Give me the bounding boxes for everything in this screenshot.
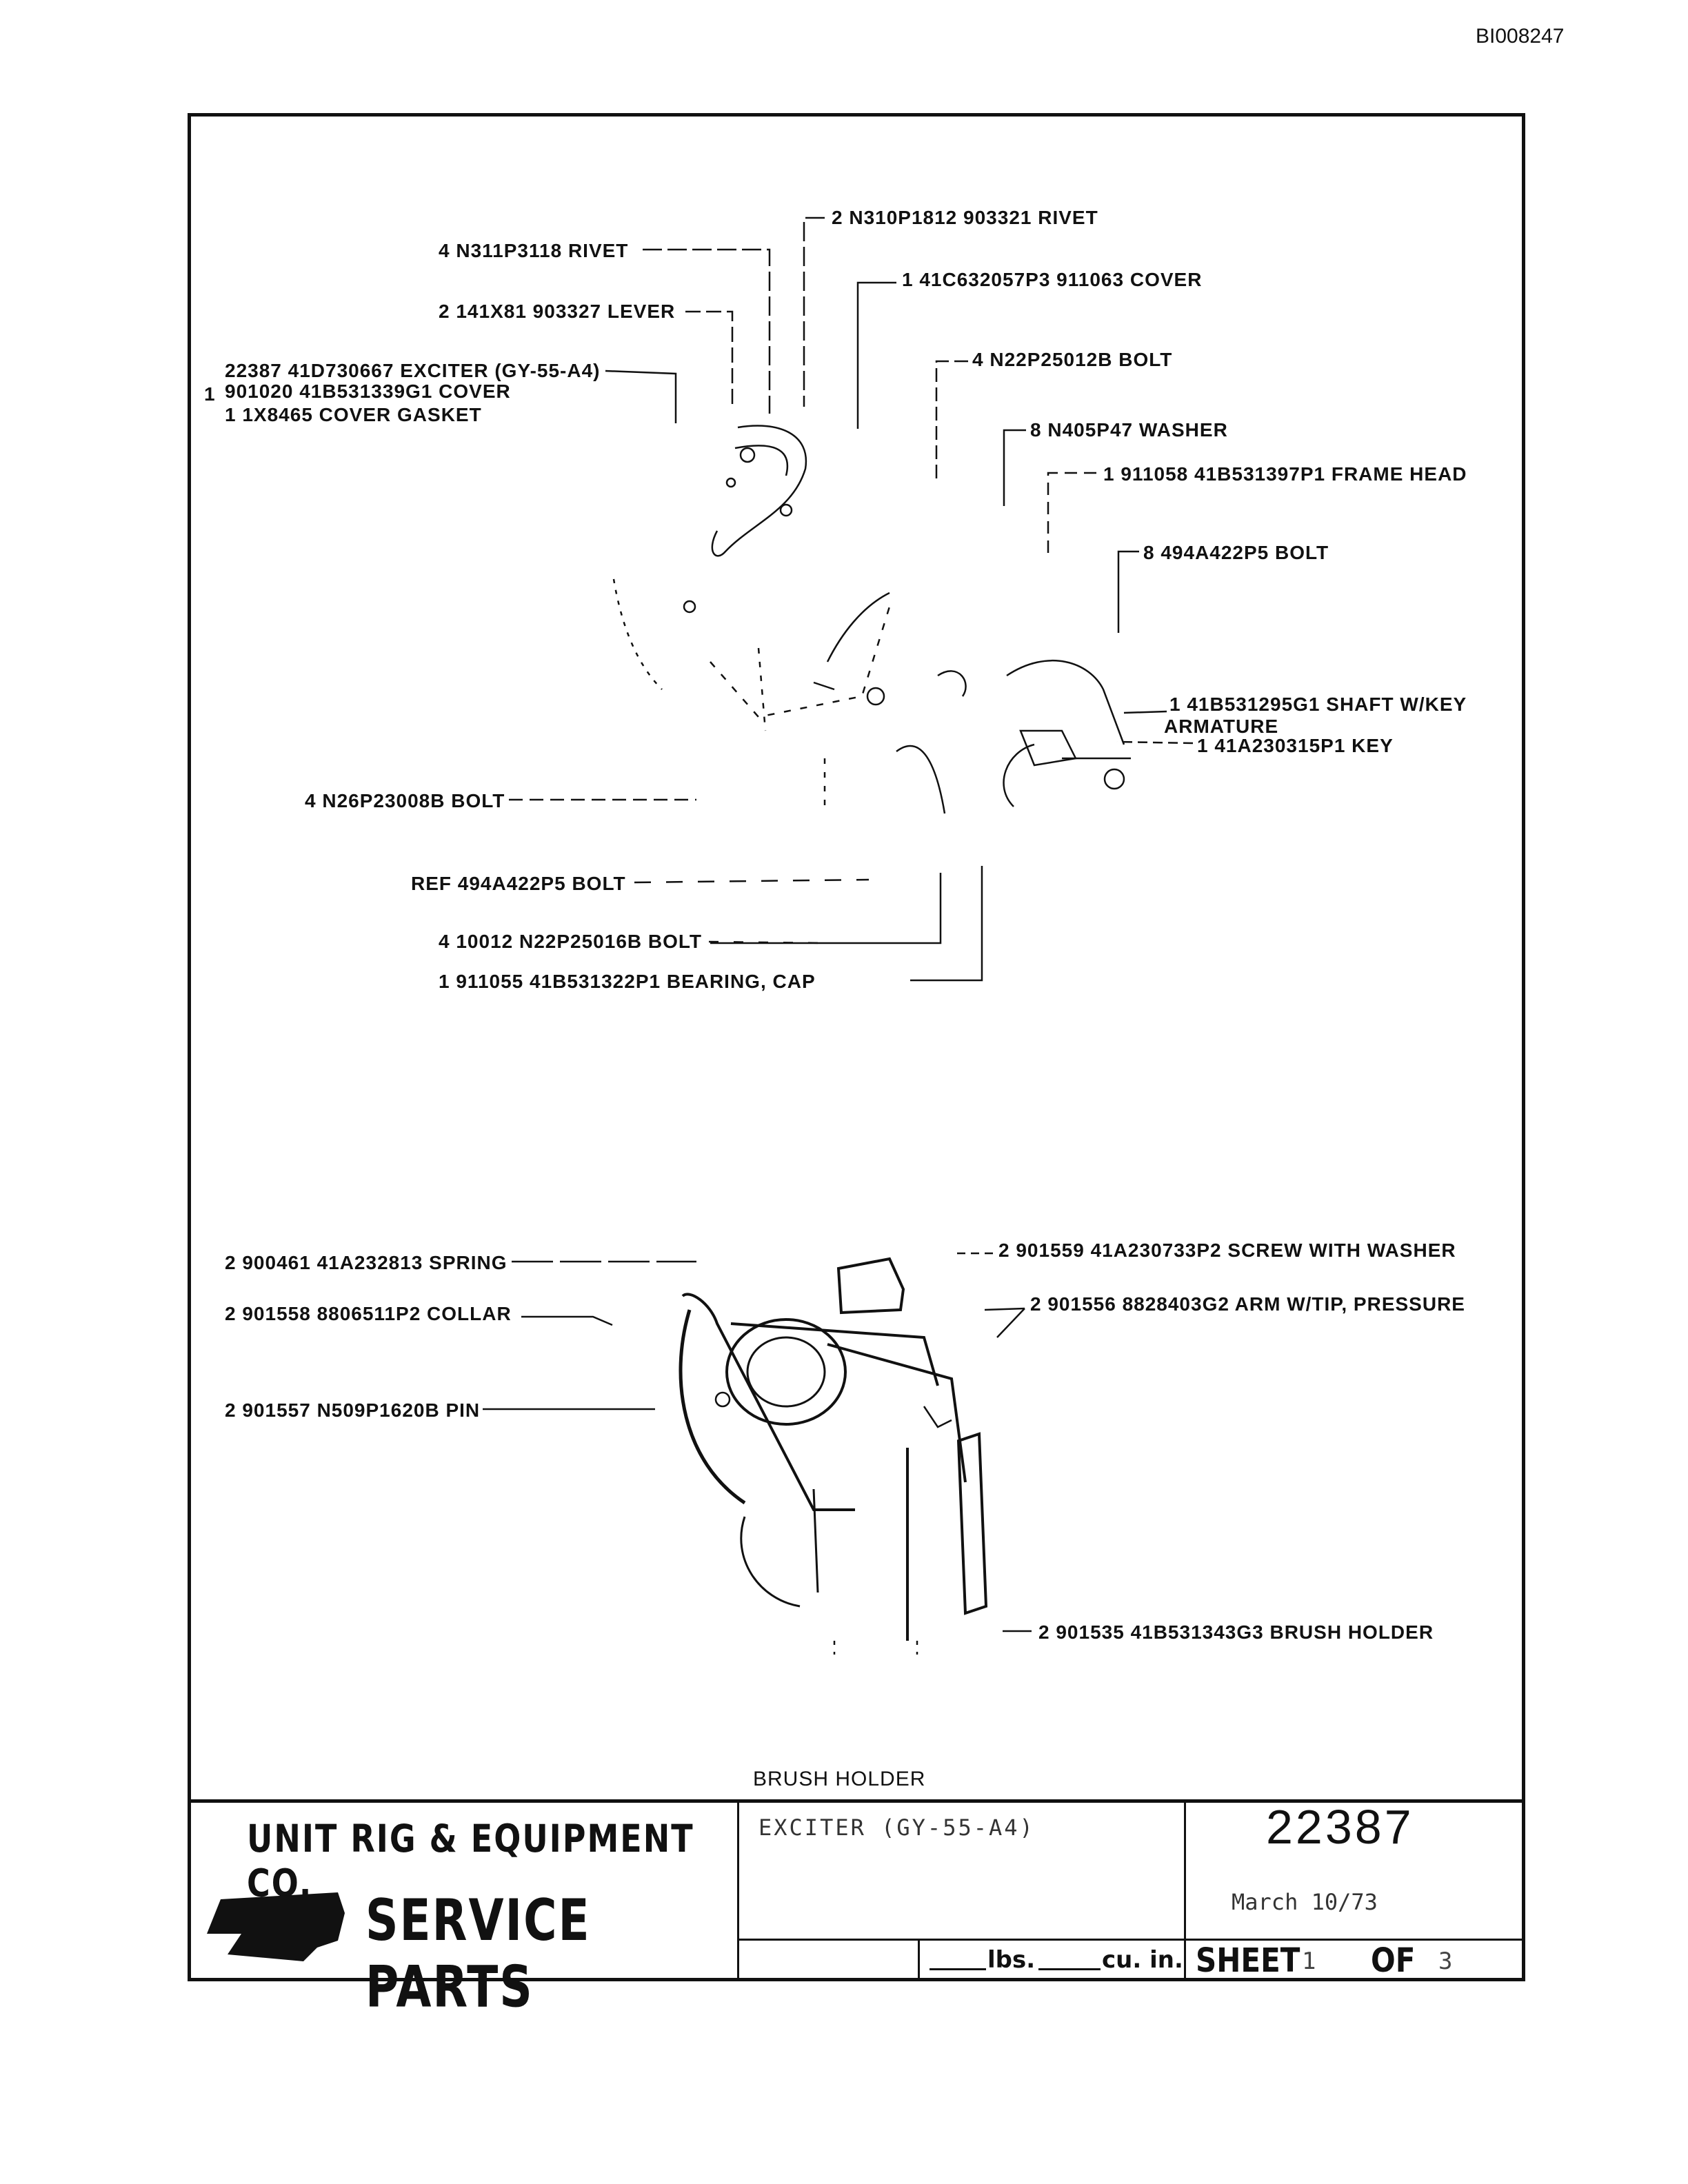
description-cell [739,1803,1186,1941]
callout-bolt-494a422p5: 8 494A422P5 BOLT [1143,542,1329,563]
sheet-label: SHEET [1196,1941,1300,1980]
drawing-frame [188,113,1525,1981]
company-logo-icon [207,1892,345,1961]
callout-frame-head: 1 911058 41B531397P1 FRAME HEAD [1103,463,1467,485]
company-cell: UNIT RIG & EQUIPMENT CO. SERVICE PARTS [188,1803,739,2020]
callout-bearing-cap: 1 911055 41B531322P1 BEARING, CAP [439,971,816,992]
callout-shaft: 1 41B531295G1 SHAFT W/KEY [1169,694,1467,715]
callout-brush-holder: 2 901535 41B531343G3 BRUSH HOLDER [1038,1621,1434,1643]
callout-key: 1 41A230315P1 KEY [1197,735,1394,756]
document-id: BI008247 [1476,25,1565,48]
issue-date: March 10/73 [1232,1889,1378,1915]
callout-armature: ARMATURE [1164,716,1279,737]
of-label: OF [1371,1941,1416,1980]
sheet-number: 1 [1302,1948,1316,1975]
callout-arm-pressure: 2 901556 8828403G2 ARM W/TIP, PRESSURE [1030,1293,1465,1315]
callout-spring: 2 900461 41A232813 SPRING [225,1252,508,1273]
part-description: EXCITER (GY-55-A4) [758,1814,1035,1841]
title-block: UNIT RIG & EQUIPMENT CO. SERVICE PARTS l… [188,1799,1525,2020]
callout-rivet-n310: 2 N310P1812 903321 RIVET [832,207,1098,228]
company-name: UNIT RIG & EQUIPMENT CO. [247,1816,694,1905]
callout-cover-gasket: 1 1X8465 COVER GASKET [225,404,482,425]
callout-exciter: 22387 41D730667 EXCITER (GY-55-A4) [225,360,601,381]
callout-bolt-n22p25012b: 4 N22P25012B BOLT [972,349,1173,370]
brush-holder-caption: BRUSH HOLDER [753,1768,926,1790]
lbs-label: lbs. [987,1946,1036,1974]
service-parts-heading: SERVICE PARTS [365,1887,591,2021]
callout-collar: 2 901558 8806511P2 COLLAR [225,1303,512,1324]
callout-cover-41c632057: 1 41C632057P3 911063 COVER [902,269,1203,290]
callout-rivet-n311: 4 N311P3118 RIVET [439,240,629,261]
weight-cell: lbs. cu. in. [920,1941,1186,1981]
cu-in-label: cu. in. [1102,1946,1183,1974]
callout-washer: 8 N405P47 WASHER [1030,419,1228,441]
sheet-cell: SHEET 1 OF 3 [1186,1941,1522,1981]
callout-pin: 2 901557 N509P1620B PIN [225,1399,481,1421]
callout-bolt-10012: 4 10012 N22P25016B BOLT [439,931,703,952]
callout-screw-with-washer: 2 901559 41A230733P2 SCREW WITH WASHER [998,1240,1456,1261]
callout-bolt-n26: 4 N26P23008B BOLT [305,790,505,811]
blank-cell [739,1941,920,1981]
callout-cover-41b531339: 901020 41B531339G1 COVER [225,381,511,402]
part-number: 22387 [1266,1800,1414,1854]
callout-ref-bolt: REF 494A422P5 BOLT [411,873,626,894]
sheet-total: 3 [1438,1948,1453,1975]
part-number-cell [1186,1803,1522,1941]
callout-cover-qty: 1 [204,383,216,405]
callout-lever: 2 141X81 903327 LEVER [439,301,676,322]
